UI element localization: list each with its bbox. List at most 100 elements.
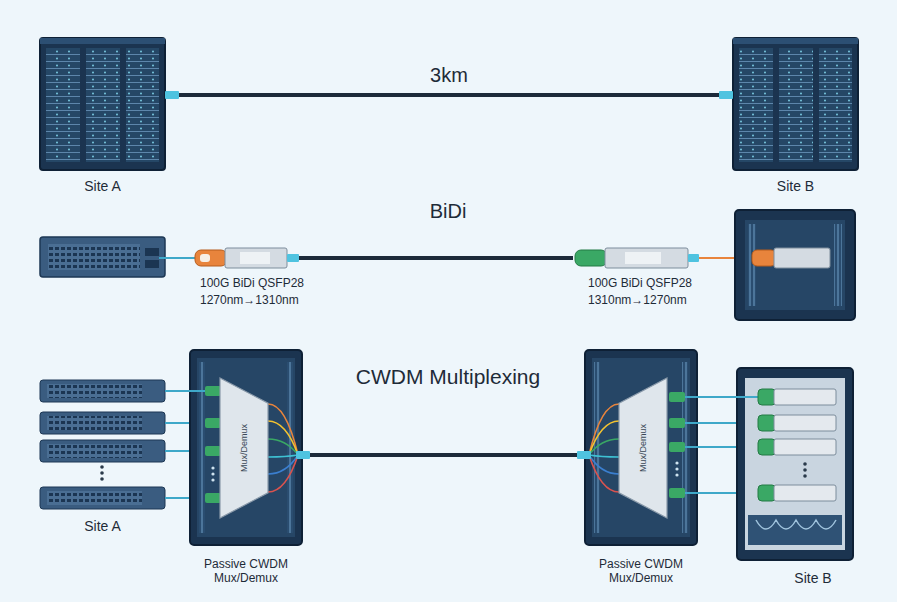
switch-ports [47,491,142,505]
mux-cabinet: Passive CWDM Mux/DemuxMux/Demux [190,350,302,545]
patch-fiber [165,497,206,499]
mux-cabinet [190,350,302,545]
wavelength-fiber [268,421,298,455]
server-rack: Site B [737,368,853,560]
transceiver-body [225,248,287,268]
fiber-connector [205,446,221,456]
cabinet-inner [197,358,295,537]
node-label: Site A [40,178,165,195]
node-label: 100G BiDi QSFP28 [588,276,758,290]
transceiver-body [774,485,836,501]
fiber-connector [205,418,221,428]
server-rack [733,38,858,170]
bidi-transceiver: 100G BiDi QSFP281270nm→1310nm [195,248,295,268]
fiber-ferrule [287,254,299,262]
pull-tab-hole [200,254,210,262]
node-label: Passive CWDM Mux/Demux [585,557,697,586]
patch-fiber [685,492,760,494]
fiber-cable [165,93,733,97]
patch-fiber [685,446,760,448]
transceiver-body [774,439,836,455]
mux-demux-prism: Mux/Demux [220,378,268,518]
prism-outline [619,378,667,518]
mux-demux-prism: Mux/Demux [619,378,667,518]
fiber-ferrule [577,451,591,459]
switch-ports [47,444,142,458]
section-label: BiDi [348,199,548,223]
ellipsis-dot [100,471,104,475]
server-rack [40,38,165,170]
network-switch [40,440,165,462]
rack-top [733,38,858,44]
uplink-port [145,260,159,268]
wavelength-fiber [268,455,298,474]
distance-label: 3km [399,63,499,87]
pull-tab [758,439,776,455]
node-label: 100G BiDi QSFP28 [200,276,370,290]
node-label: Site B [733,178,858,195]
fiber-ferrule [296,451,310,459]
fiber-cable [295,256,573,260]
cable-bundle [834,224,842,306]
network-switch [40,380,165,402]
server-rack: Site B [733,38,858,170]
patch-fiber [685,396,697,398]
switch-ports [48,244,140,270]
patch-fiber [737,396,760,398]
pull-tab [758,389,776,405]
fiber-connector [205,493,221,503]
fiber-ferrule [719,91,733,99]
transceiver-body [774,248,830,268]
node-label: 1310nm→1270nm [588,293,758,307]
ellipsis-dot [211,478,214,481]
cable-bundle [748,224,756,306]
section-label: CWDM Multiplexing [273,364,623,389]
patch-fiber [165,422,206,424]
node-label: Site A [40,518,165,535]
ellipsis-dot [675,461,678,464]
network-switch [40,412,165,434]
server-panel [739,48,773,162]
transceiver-label [625,252,661,264]
switch-ports [47,416,142,430]
panel-inner [745,220,845,310]
cable-bundle [199,362,205,533]
mux-cabinet [585,350,697,545]
ellipsis-dot [675,473,678,476]
wavelength-fiber [268,455,298,492]
cable-tray [748,515,842,545]
ellipsis-dot [211,472,214,475]
bidi-transceiver: 100G BiDi QSFP281310nm→1270nm [573,248,690,268]
prism-outline [220,378,268,518]
uplink-port [145,248,159,256]
node-label: 1270nm→1310nm [200,293,370,307]
transceiver-label [240,252,270,264]
patch-fiber [159,257,196,259]
wavelength-fiber [589,455,619,457]
network-switch [40,237,165,277]
wavelength-fiber [589,439,619,455]
patch-fiber [698,257,752,259]
node-label: Passive CWDM Mux/Demux [190,557,302,586]
switch-stack: Site A [40,380,165,510]
server-rack [737,368,853,560]
ellipsis-dot [803,474,807,478]
transceiver-body [774,389,836,405]
ellipsis-dot [211,466,214,469]
wavelength-fiber [268,404,298,455]
fiber-connector [669,418,685,428]
patch-fiber [165,450,206,452]
cabinet-inner [592,358,690,537]
node-label: Site B [755,570,871,587]
patch-fiber [697,396,737,398]
wavelength-fiber [589,455,619,492]
fiber-connector [669,442,685,452]
cable-bundle [594,362,600,533]
ellipsis-dot [803,468,807,472]
server-panel [779,48,813,162]
